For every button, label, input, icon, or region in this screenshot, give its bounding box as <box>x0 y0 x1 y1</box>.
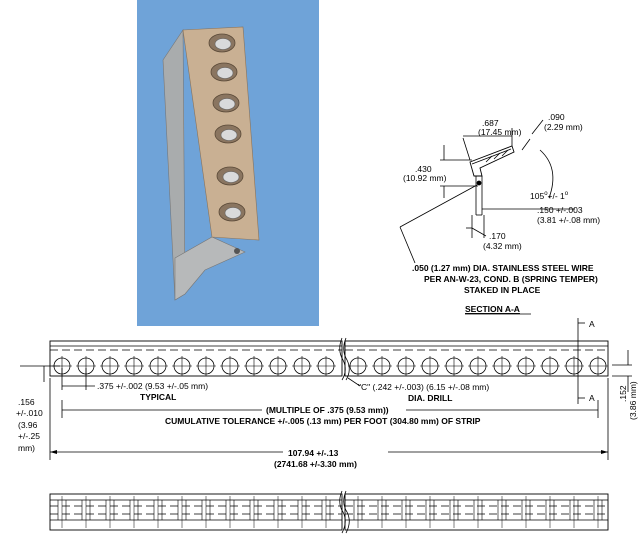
edge-156-tol: +/-.010 <box>16 408 43 418</box>
hole-dia: "C" (.242 +/-.003) (6.15 +/-.08 mm) <box>358 382 489 392</box>
length-dim: 107.94 +/-.13 <box>288 448 339 458</box>
strip-holes <box>52 356 608 376</box>
dim-430-mm: (10.92 mm) <box>403 173 447 183</box>
dim-430: .430 <box>415 164 432 174</box>
photo-hole-insert <box>224 207 242 219</box>
dim-687-mm: (17.45 mm) <box>478 127 522 137</box>
photo-strip <box>162 26 260 301</box>
photo-holes <box>208 33 246 222</box>
multiple-note: (MULTIPLE OF .375 (9.53 mm)) <box>266 405 389 415</box>
edge-156-mm-unit: mm) <box>18 443 35 453</box>
edge-156-mm-tol: +/-.25 <box>18 431 40 441</box>
edge-156-mm: (3.96 <box>18 420 38 430</box>
edge-156: .156 <box>18 397 35 407</box>
wire-note-2: PER AN-W-23, COND. B (SPRING TEMPER) <box>424 274 598 284</box>
length-mm: (2741.68 +/-3.30 mm) <box>274 459 357 469</box>
tolerance-note: CUMULATIVE TOLERANCE +/-.005 (.13 mm) PE… <box>165 416 481 426</box>
angle-base: 105o+/- 1o <box>530 191 569 201</box>
dim-687: .687 <box>482 118 499 128</box>
strip-side-view <box>49 490 609 534</box>
section-mark-bottom: A <box>589 393 595 403</box>
section-title: SECTION A-A <box>465 304 520 314</box>
photo-hole-insert <box>220 129 238 141</box>
photo-wire-end <box>234 248 240 254</box>
section-a-a: .687 (17.45 mm) .090 (2.29 mm) .430 (10.… <box>399 112 600 315</box>
photo-hole-insert <box>214 38 232 50</box>
dim-090-mm: (2.29 mm) <box>544 122 583 132</box>
photo-hole-insert <box>218 98 236 110</box>
right-152: .152 <box>618 385 628 402</box>
pitch-note: TYPICAL <box>140 392 176 402</box>
dim-170: .170 <box>489 231 506 241</box>
strip-top-view: A A .152 (3.86 mm) .375 +/-.002 (9.53 +/… <box>16 318 638 469</box>
dim-150: .150 +/-.003 <box>537 205 583 215</box>
dim-090: .090 <box>548 112 565 122</box>
hole-note: DIA. DRILL <box>408 393 452 403</box>
right-152-mm: (3.86 mm) <box>628 381 638 420</box>
photo-hole-insert <box>222 171 240 183</box>
section-mark-top: A <box>589 319 595 329</box>
wire-note-3: STAKED IN PLACE <box>464 285 541 295</box>
side-ticks <box>57 496 603 528</box>
photo-hole-insert <box>216 67 234 79</box>
dim-150-mm: (3.81 +/-.08 mm) <box>537 215 600 225</box>
pitch-dim: .375 +/-.002 (9.53 +/-.05 mm) <box>97 381 208 391</box>
dim-170-mm: (4.32 mm) <box>483 241 522 251</box>
wire-note-1: .050 (1.27 mm) DIA. STAINLESS STEEL WIRE <box>412 263 594 273</box>
